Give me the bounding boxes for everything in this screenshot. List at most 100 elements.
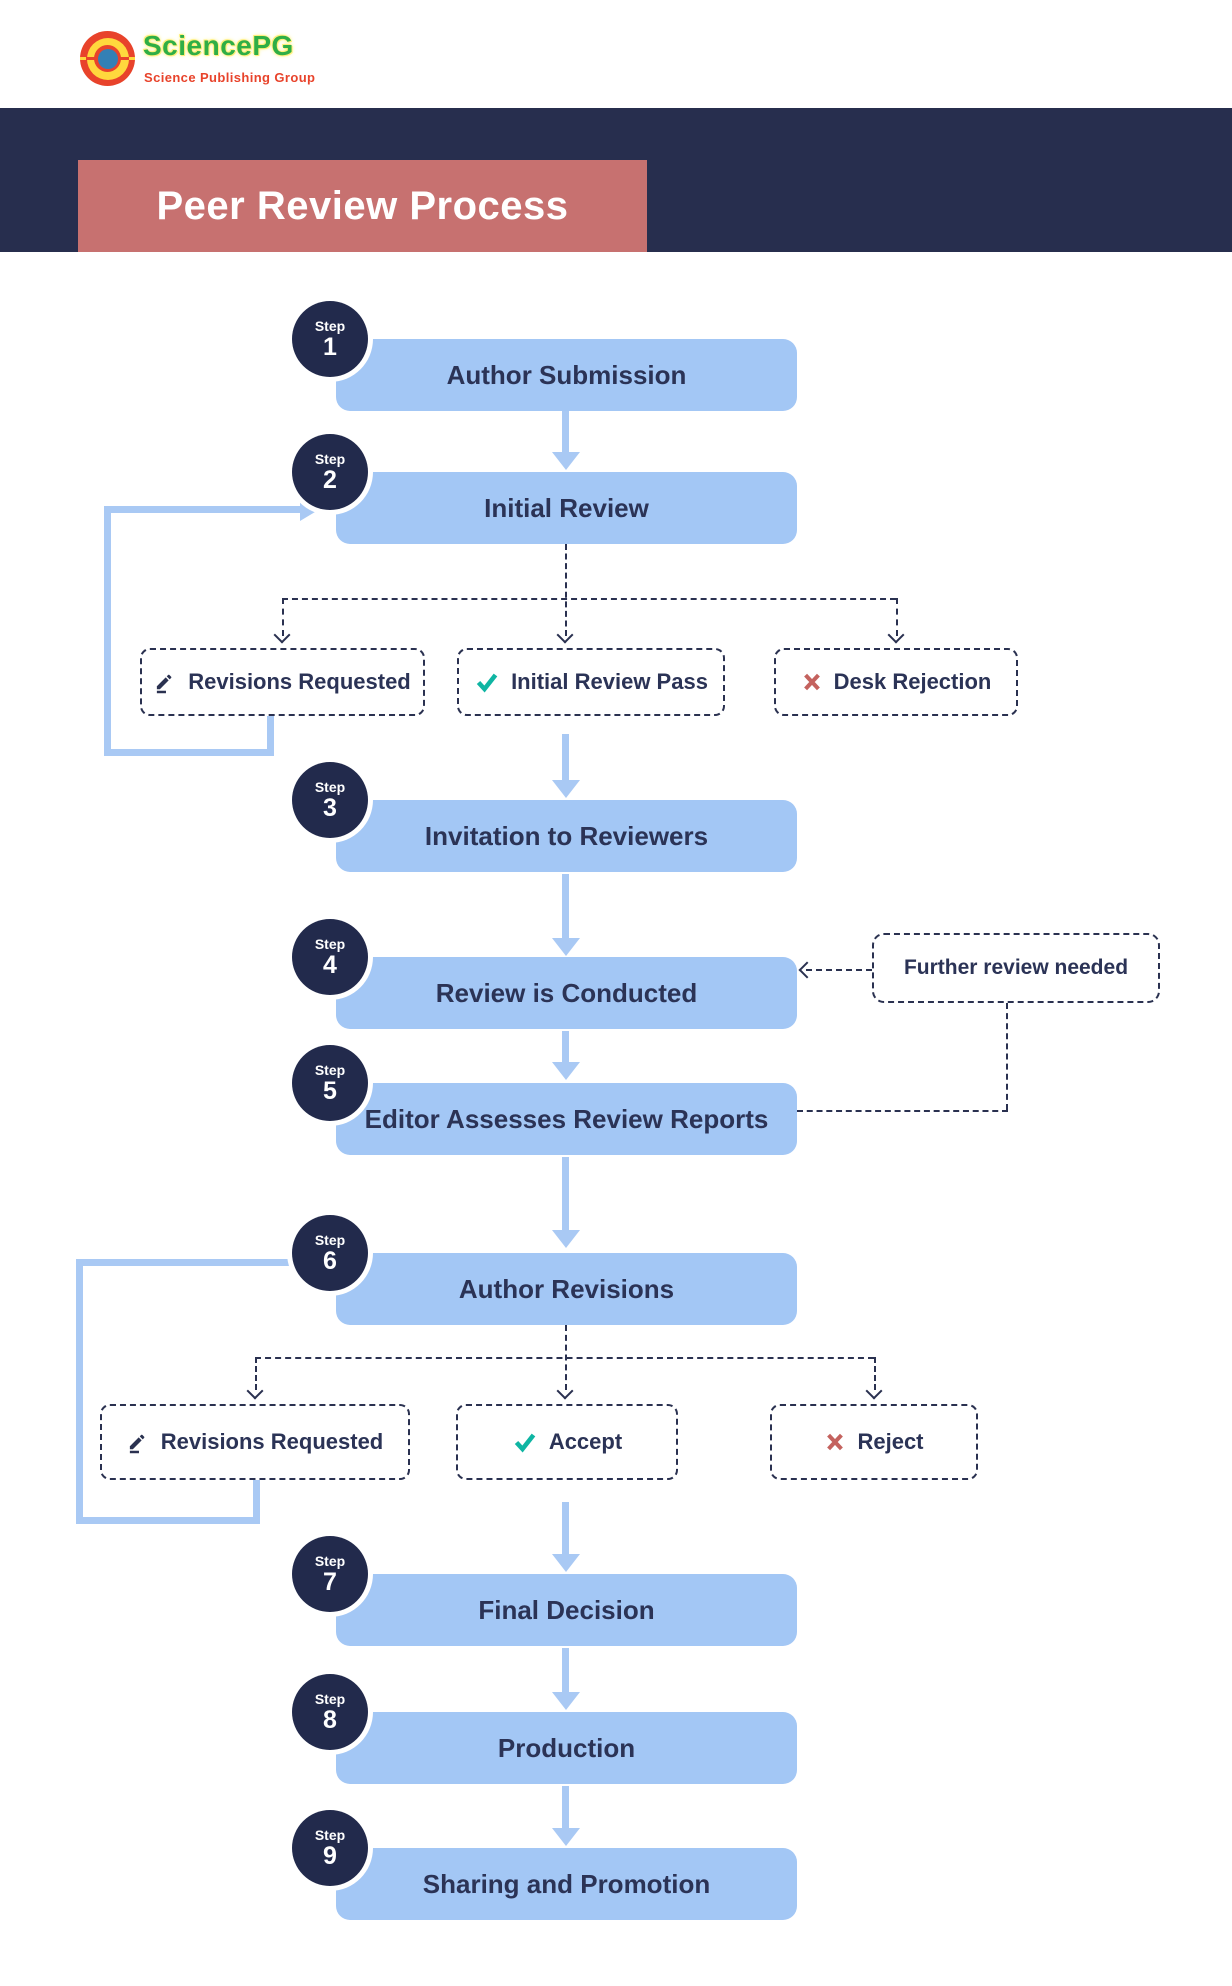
step-number: 7 — [323, 1567, 337, 1596]
branch2-right-line — [874, 1357, 876, 1390]
step-box-label: Author Revisions — [458, 1273, 675, 1304]
step-word: Step — [314, 1690, 346, 1707]
step-number: 9 — [323, 1841, 337, 1870]
note-to-step4-arrow-head — [798, 961, 816, 979]
branch2-left-arrow-head — [246, 1382, 264, 1400]
decision-revisions-requested-2: Revisions Requested — [100, 1404, 410, 1480]
arrow-step1-to-step2-head — [552, 452, 580, 470]
decision-label: Desk Rejection — [833, 669, 992, 694]
step-circle-3: Step 3 — [292, 762, 368, 838]
step-circle-4: Step 4 — [292, 919, 368, 995]
step-number: 6 — [323, 1246, 337, 1275]
arrow-pass-to-step3-head — [552, 780, 580, 798]
branch1-right-arrow-head — [887, 626, 905, 644]
further-review-needed-note: Further review needed — [872, 933, 1160, 1003]
step-circle-5: Step 5 — [292, 1045, 368, 1121]
step-word: Step — [314, 1231, 346, 1248]
branch2-center-arrow-head — [556, 1382, 574, 1400]
step-box-label: Initial Review — [484, 492, 649, 523]
step-circle-6: Step 6 — [292, 1215, 368, 1291]
step-circle-9: Step 9 — [292, 1810, 368, 1886]
logo-wordmark: SciencePG — [143, 30, 294, 61]
decision-label: Revisions Requested — [160, 1429, 384, 1454]
note-to-step4-line — [806, 969, 872, 971]
step-box-label: Author Submission — [446, 359, 687, 390]
check-icon — [474, 670, 500, 694]
step-word: Step — [314, 935, 346, 952]
arrow-step3-to-step4 — [562, 874, 569, 938]
decision-reject: Reject — [770, 1404, 978, 1480]
step-box-label: Review is Conducted — [435, 977, 698, 1008]
branch2-right-arrow-head — [865, 1382, 883, 1400]
arrow-step5-to-step6-head — [552, 1230, 580, 1248]
branch1-center-line — [565, 544, 567, 636]
decision-initial-review-pass: Initial Review Pass — [457, 648, 725, 716]
step-box-label: Editor Assesses Review Reports — [364, 1103, 769, 1134]
step-word: Step — [314, 450, 346, 467]
arrow-step7-to-step8-head — [552, 1692, 580, 1710]
step-box-review-is-conducted: Review is Conducted — [336, 957, 797, 1029]
arrow-step4-to-step5-head — [552, 1062, 580, 1080]
check-icon — [512, 1430, 538, 1454]
loop2-up-segment — [76, 1259, 83, 1524]
step-box-label: Production — [497, 1732, 636, 1763]
loop1-up-segment — [104, 506, 111, 756]
arrow-step1-to-step2 — [562, 411, 569, 452]
arrow-step4-to-step5 — [562, 1031, 569, 1062]
branch1-center-arrow-head — [556, 626, 574, 644]
pencil-icon — [154, 671, 177, 694]
step-box-label: Invitation to Reviewers — [424, 820, 709, 851]
loop2-down-segment — [253, 1480, 260, 1524]
loop1-entry-segment — [104, 506, 302, 513]
step-box-initial-review: Initial Review — [336, 472, 797, 544]
step-box-label: Final Decision — [478, 1594, 655, 1625]
branch1-left-arrow-head — [273, 626, 291, 644]
step5-to-note-horizontal-line — [797, 1110, 1008, 1112]
step-circle-1: Step 1 — [292, 301, 368, 377]
step-box-author-submission: Author Submission — [336, 339, 797, 411]
branch1-left-line — [282, 598, 284, 636]
arrow-step3-to-step4-head — [552, 938, 580, 956]
arrow-accept-to-step7 — [562, 1502, 569, 1554]
step-box-author-revisions: Author Revisions — [336, 1253, 797, 1325]
decision-label: Initial Review Pass — [511, 669, 708, 694]
page-title-box: Peer Review Process — [78, 160, 647, 252]
step-box-invitation-to-reviewers: Invitation to Reviewers — [336, 800, 797, 872]
step-word: Step — [314, 1552, 346, 1569]
note-label: Further review needed — [903, 956, 1129, 979]
page-title: Peer Review Process — [156, 183, 569, 228]
step5-to-note-vertical-line — [1006, 1003, 1008, 1110]
arrow-pass-to-step3 — [562, 734, 569, 780]
step-circle-7: Step 7 — [292, 1536, 368, 1612]
x-icon — [824, 1431, 846, 1453]
step-number: 8 — [323, 1705, 337, 1734]
step-number: 3 — [323, 793, 337, 822]
decision-revisions-requested-1: Revisions Requested — [140, 648, 425, 716]
step-number: 1 — [323, 332, 337, 361]
step-word: Step — [314, 1826, 346, 1843]
decision-label: Accept — [548, 1429, 623, 1454]
step-circle-2: Step 2 — [292, 434, 368, 510]
arrow-step5-to-step6 — [562, 1157, 569, 1230]
step-word: Step — [314, 1061, 346, 1078]
arrow-step8-to-step9-head — [552, 1828, 580, 1846]
arrow-step7-to-step8 — [562, 1648, 569, 1692]
step-number: 2 — [323, 465, 337, 494]
logo-center-dot — [97, 48, 118, 69]
step-box-final-decision: Final Decision — [336, 1574, 797, 1646]
loop2-entry-segment — [76, 1259, 302, 1266]
logo-strip: SciencePG Science Publishing Group — [0, 0, 1232, 108]
sciencepg-logo-icon — [80, 31, 135, 86]
step-box-label: Sharing and Promotion — [422, 1868, 711, 1899]
step-number: 5 — [323, 1076, 337, 1105]
arrow-step8-to-step9 — [562, 1786, 569, 1828]
branch2-left-line — [255, 1357, 257, 1390]
decision-desk-rejection: Desk Rejection — [774, 648, 1018, 716]
step-word: Step — [314, 317, 346, 334]
arrow-accept-to-step7-head — [552, 1554, 580, 1572]
branch1-horizontal-line — [282, 598, 896, 600]
decision-accept: Accept — [456, 1404, 678, 1480]
pencil-icon — [127, 1431, 150, 1454]
step-circle-8: Step 8 — [292, 1674, 368, 1750]
